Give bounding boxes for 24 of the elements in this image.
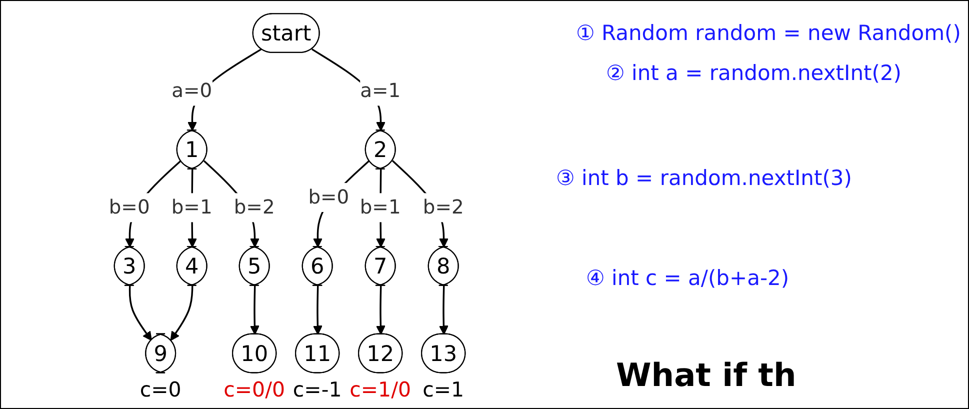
edge-label: b=2 [234, 196, 275, 220]
code-line: ④ int c = a/(b+a-2) [586, 266, 790, 290]
code-line: ② int a = random.nextInt(2) [606, 61, 902, 85]
result-text: c=1/0 [350, 377, 412, 402]
edge-label: a=1 [360, 80, 401, 103]
arrow [170, 286, 194, 341]
edge-label: a=0 [172, 80, 212, 103]
heading-text: What if th [616, 356, 796, 394]
edge-label: b=1 [171, 196, 212, 220]
arrow [312, 286, 322, 335]
arrow [250, 286, 260, 335]
code-line: ① Random random = new Random() [576, 21, 961, 45]
arrow [376, 286, 386, 335]
arrow [438, 286, 448, 335]
edge-label: b=2 [422, 196, 464, 220]
arrow [128, 286, 152, 341]
result-text: c=1 [422, 377, 464, 402]
result-text: c=0/0 [224, 377, 285, 402]
result-text: c=0 [140, 377, 182, 402]
edge-label: b=0 [308, 186, 350, 209]
edge-label: b=0 [108, 196, 150, 220]
result-text: c=-1 [292, 377, 342, 402]
code-line: ③ int b = random.nextInt(3) [556, 166, 852, 190]
edge-label: b=1 [360, 196, 401, 220]
